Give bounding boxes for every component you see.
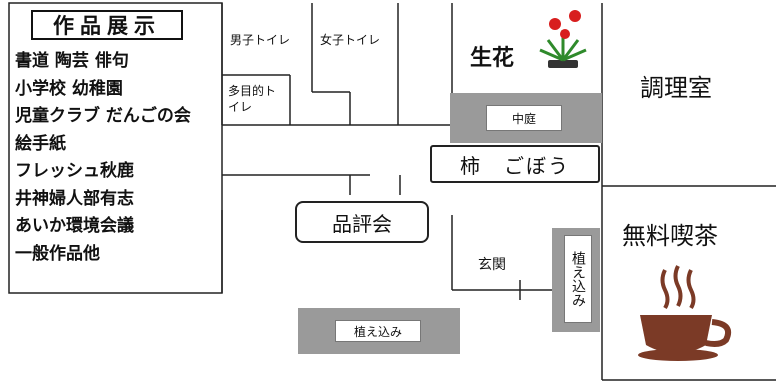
exhibit-item: 児童クラブ だんごの会 [15, 106, 191, 126]
exhibit-room-wall [8, 2, 223, 294]
vegetables-label: 柿 ごぼう [430, 145, 600, 183]
courtyard-label: 中庭 [486, 105, 562, 131]
review-label: 品評会 [295, 201, 429, 243]
exhibit-item: 絵手紙 [15, 133, 66, 154]
mens-toilet-label: 男子トイレ [230, 33, 291, 47]
coffee-cup-icon [638, 265, 732, 361]
exhibit-item: 井神婦人部有志 [15, 188, 134, 209]
entrance-label: 玄関 [478, 257, 506, 273]
flowers-label: 生花 [470, 46, 515, 71]
multi-toilet-label: 多目的トイレ [228, 84, 277, 114]
exhibit-list: 書道 陶芸 俳句 小学校 幼稚園 児童クラブ だんごの会 絵手紙 フレッシュ秋鹿… [15, 48, 191, 268]
exhibit-item: 書道 陶芸 俳句 [15, 51, 129, 71]
exhibit-item: 一般作品他 [15, 243, 100, 264]
exhibit-item: 小学校 幼稚園 [15, 78, 123, 99]
cafe-label: 無料喫茶 [622, 222, 718, 250]
flower-arrangement-icon [539, 10, 587, 68]
womens-toilet-label: 女子トイレ [320, 33, 381, 47]
exhibit-item: フレッシュ秋鹿 [15, 161, 134, 181]
kitchen-label: 調理室 [640, 74, 712, 102]
exhibit-title: 作品展示 [31, 10, 183, 40]
planter-side-label: 植え込み [564, 235, 592, 323]
exhibit-item: あいか環境会議 [15, 216, 134, 236]
planter-bottom-label: 植え込み [335, 320, 421, 342]
